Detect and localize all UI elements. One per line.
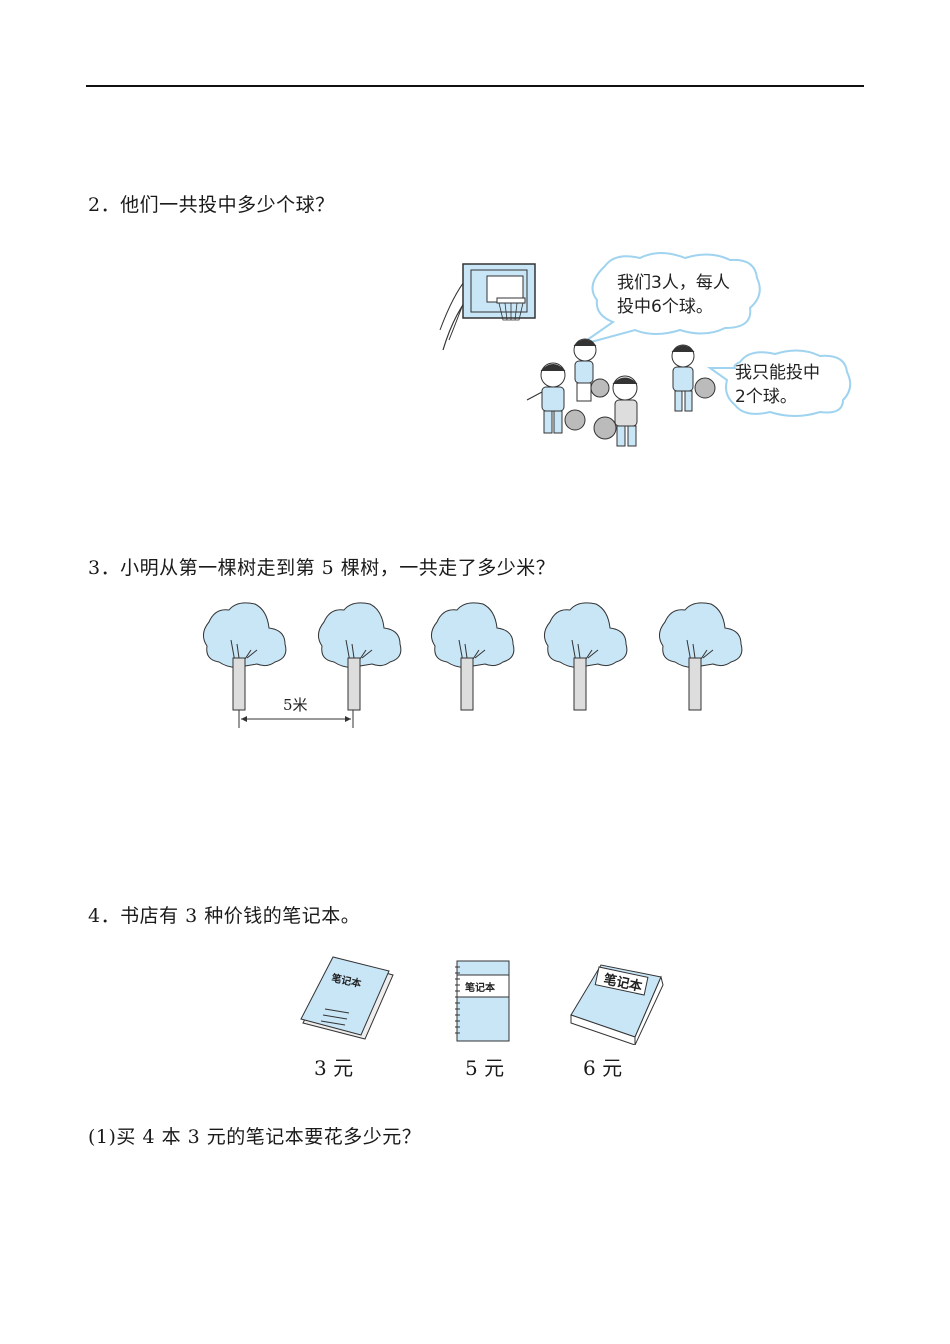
notebook-icon: 笔记本 xyxy=(300,956,394,1040)
price-label: 5 元 xyxy=(465,1056,505,1080)
speech-bubble-2: 我只能投中 2个球。 xyxy=(706,349,852,417)
basketball-hoop-icon xyxy=(462,263,536,321)
distance-marker: 5米 xyxy=(238,696,354,728)
price-label: 3 元 xyxy=(314,1056,354,1080)
header-rule xyxy=(86,85,864,87)
tree-icon xyxy=(202,602,287,711)
svg-text:笔记本: 笔记本 xyxy=(465,981,496,994)
tree-icon xyxy=(543,602,628,711)
trees-illustration: 5米 xyxy=(202,602,743,728)
speech-bubble-1: 我们3人，每人 投中6个球。 xyxy=(579,252,761,346)
notebook-icon: 笔记本 xyxy=(455,960,510,1042)
svg-text:我们3人，每人: 我们3人，每人 xyxy=(617,273,730,293)
svg-text:投中6个球。: 投中6个球。 xyxy=(617,297,713,317)
svg-text:我只能投中: 我只能投中 xyxy=(735,363,820,383)
svg-text:2个球。: 2个球。 xyxy=(735,387,797,407)
price-label: 6 元 xyxy=(583,1056,623,1080)
svg-text:5米: 5米 xyxy=(283,696,308,714)
svg-text:笔记本: 笔记本 xyxy=(602,971,643,995)
question-4-sub-1: (1)买 4 本 3 元的笔记本要花多少元？ xyxy=(88,1126,422,1148)
question-4-text: 4．书店有 3 种价钱的笔记本。 xyxy=(88,905,361,927)
notebook-icon: 笔记本 xyxy=(570,964,664,1045)
tree-icon xyxy=(658,602,743,711)
basketball-illustration: 我们3人，每人 投中6个球。 我只能投中 2个球。 xyxy=(439,252,852,447)
child-figure xyxy=(526,362,566,434)
child-figure xyxy=(671,344,695,412)
basketball-icon xyxy=(564,377,716,440)
child-figure xyxy=(612,375,638,447)
tree-icon xyxy=(317,602,402,711)
child-figure xyxy=(573,338,597,402)
question-3-text: 3．小明从第一棵树走到第 5 棵树，一共走了多少米？ xyxy=(88,557,556,579)
question-2-text: 2．他们一共投中多少个球？ xyxy=(88,194,335,216)
tree-icon xyxy=(430,602,515,711)
notebooks-illustration: 笔记本 笔记本 笔记本 xyxy=(300,956,664,1045)
